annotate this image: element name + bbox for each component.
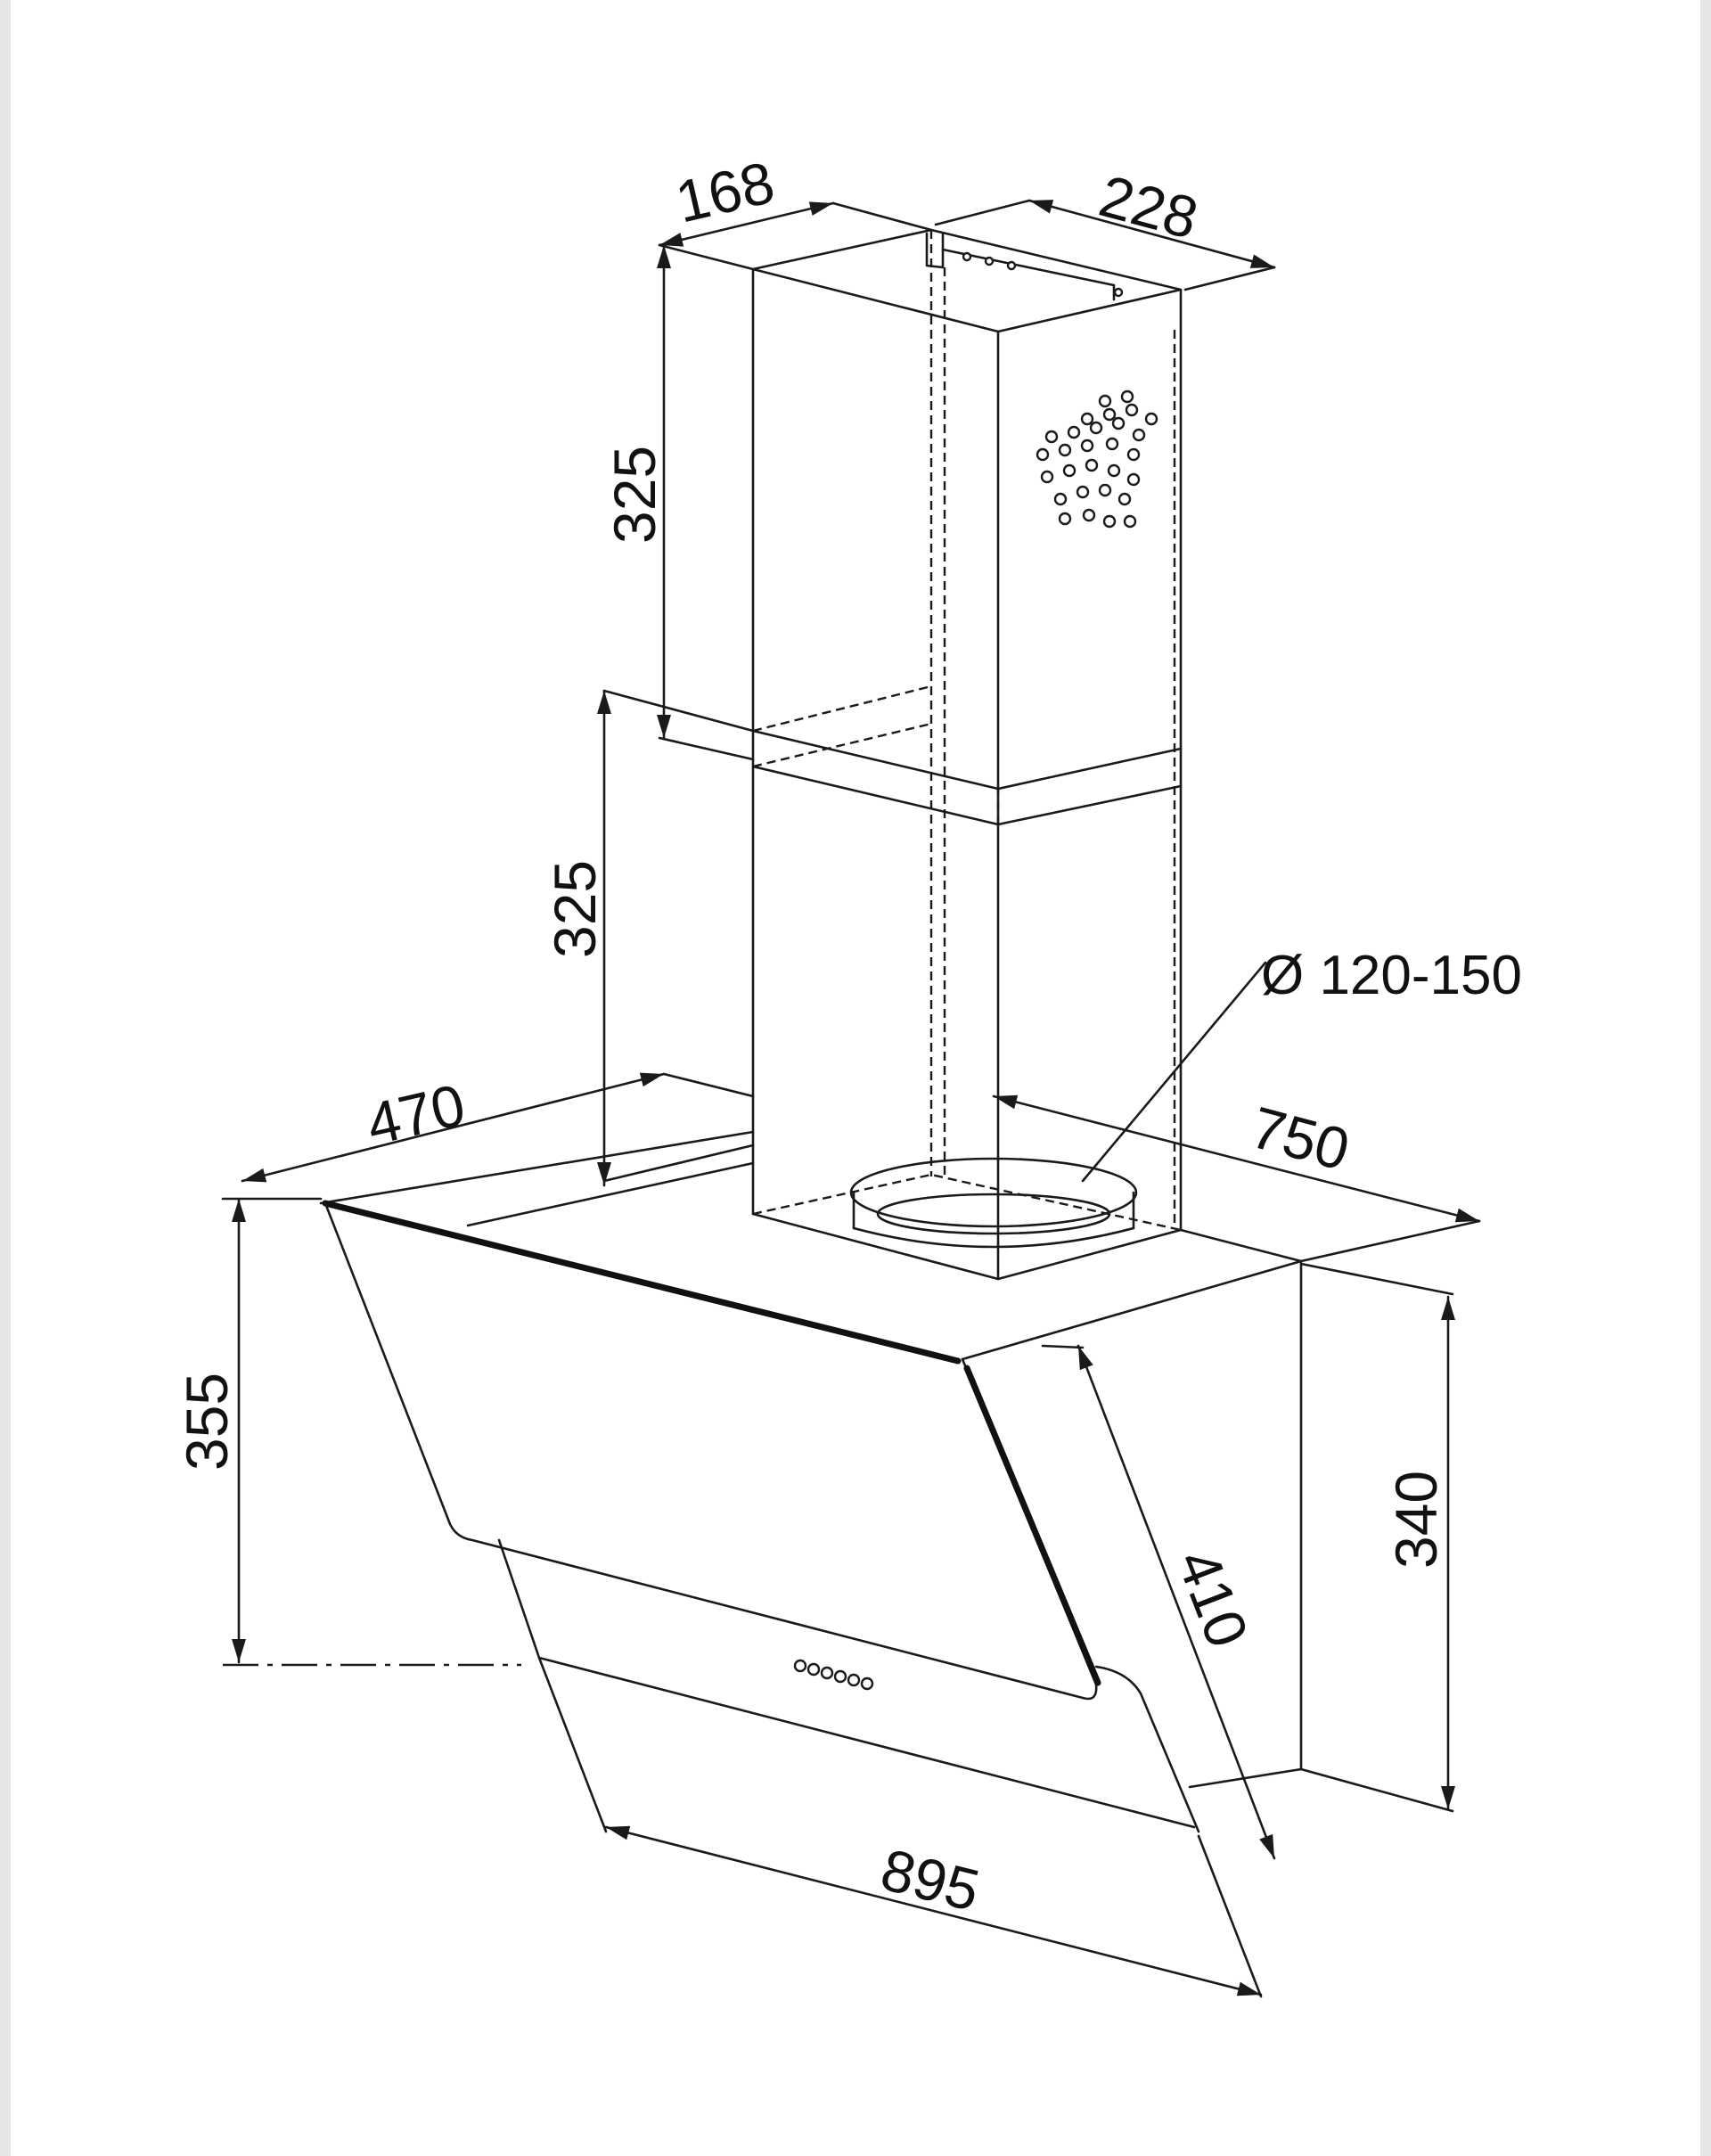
chimney bbox=[751, 228, 1183, 1281]
arrowhead-icon bbox=[1441, 1297, 1455, 1320]
arrowhead-icon bbox=[606, 1825, 631, 1840]
arrowhead-icon bbox=[808, 201, 833, 216]
dim-chimney-depth: 168 bbox=[670, 149, 781, 235]
arrowhead-icon bbox=[657, 245, 671, 268]
control-button-icon bbox=[833, 1669, 847, 1684]
vent-hole-icon bbox=[1132, 428, 1146, 442]
vent-hole-icon bbox=[1036, 447, 1050, 462]
left-border bbox=[0, 0, 11, 2156]
arrowhead-icon bbox=[1236, 1981, 1261, 1996]
control-button-icon bbox=[860, 1676, 874, 1691]
vent-hole-icon bbox=[1053, 492, 1068, 506]
dim-duct-diameter: Ø 120-150 bbox=[1261, 945, 1522, 1006]
vent-hole-icon bbox=[1111, 416, 1126, 430]
vent-hole-icon bbox=[1102, 407, 1117, 422]
vent-hole-icon bbox=[1098, 483, 1112, 497]
arrowhead-icon bbox=[1249, 254, 1274, 268]
vent-hole-icon bbox=[1058, 443, 1072, 457]
vent-hole-icon bbox=[1098, 394, 1112, 408]
vent-hole-icon bbox=[1105, 437, 1119, 451]
arrowhead-icon bbox=[639, 1072, 664, 1087]
dim-chimney-lower-height: 325 bbox=[542, 860, 608, 958]
dim-chimney-width: 228 bbox=[1093, 162, 1205, 251]
dimension-lines bbox=[221, 199, 1481, 1998]
vent-hole-icon bbox=[1067, 425, 1081, 439]
vent-hole-icon bbox=[1120, 389, 1134, 404]
dim-hood-front-height: 355 bbox=[174, 1373, 240, 1471]
dim-chimney-upper-height: 325 bbox=[602, 446, 667, 544]
vent-hole-icon bbox=[1080, 412, 1094, 426]
arrowhead-icon bbox=[597, 691, 611, 714]
arrowhead-icon bbox=[1259, 1833, 1274, 1858]
control-button-icon bbox=[847, 1673, 861, 1687]
dim-glass-height: 410 bbox=[1165, 1540, 1262, 1655]
arrowhead-icon bbox=[994, 1094, 1019, 1110]
hood-body bbox=[319, 1130, 1303, 1789]
dimension-arrows bbox=[232, 200, 1479, 1996]
vent-hole-icon bbox=[1125, 403, 1139, 417]
control-button-icon bbox=[793, 1659, 807, 1673]
vent-hole-icon bbox=[1040, 470, 1054, 484]
bracket-hole-icon bbox=[984, 256, 995, 266]
vent-hole-icon bbox=[1102, 514, 1117, 529]
control-button-icon bbox=[820, 1666, 834, 1680]
arrowhead-icon bbox=[242, 1168, 267, 1183]
bracket-hole-icon bbox=[1006, 260, 1017, 271]
vent-hole-icon bbox=[1089, 421, 1103, 435]
vent-hole-icon bbox=[1085, 458, 1099, 472]
bracket-hole-icon bbox=[962, 251, 972, 262]
vent-hole-icon bbox=[1126, 472, 1141, 487]
arrowhead-icon bbox=[1078, 1346, 1093, 1371]
right-border bbox=[1700, 0, 1711, 2156]
vent-hole-icon bbox=[1044, 430, 1059, 444]
vent-hole-icon bbox=[1076, 485, 1090, 499]
arrowhead-icon bbox=[1441, 1786, 1455, 1809]
control-button-icon bbox=[806, 1662, 821, 1676]
vent-hole-icon bbox=[1062, 463, 1077, 478]
arrowhead-icon bbox=[659, 233, 684, 247]
control-buttons bbox=[793, 1659, 874, 1691]
bracket-hole-icon bbox=[1113, 287, 1124, 298]
dim-hood-body-height: 340 bbox=[1383, 1471, 1449, 1569]
vent-hole-icon bbox=[1126, 447, 1141, 462]
vent-hole-icon bbox=[1117, 492, 1132, 506]
dim-hood-width: 750 bbox=[1244, 1094, 1356, 1183]
arrowhead-icon bbox=[597, 1162, 611, 1185]
vent-hole-icon bbox=[1144, 412, 1158, 426]
vent-hole-icon bbox=[1080, 439, 1094, 453]
ventilation-holes bbox=[1036, 389, 1158, 529]
vent-hole-icon bbox=[1123, 514, 1137, 529]
vent-hole-icon bbox=[1107, 463, 1121, 478]
glass-panel bbox=[322, 1200, 1200, 1833]
arrowhead-icon bbox=[232, 1639, 246, 1662]
arrowhead-icon bbox=[657, 715, 671, 738]
dim-hood-depth: 470 bbox=[361, 1071, 471, 1158]
arrowhead-icon bbox=[1454, 1208, 1479, 1223]
vent-hole-icon bbox=[1058, 512, 1072, 526]
dim-glass-width: 895 bbox=[875, 1836, 986, 1923]
arrowhead-icon bbox=[232, 1199, 246, 1222]
arrowhead-icon bbox=[1029, 200, 1054, 214]
vent-hole-icon bbox=[1082, 508, 1096, 522]
